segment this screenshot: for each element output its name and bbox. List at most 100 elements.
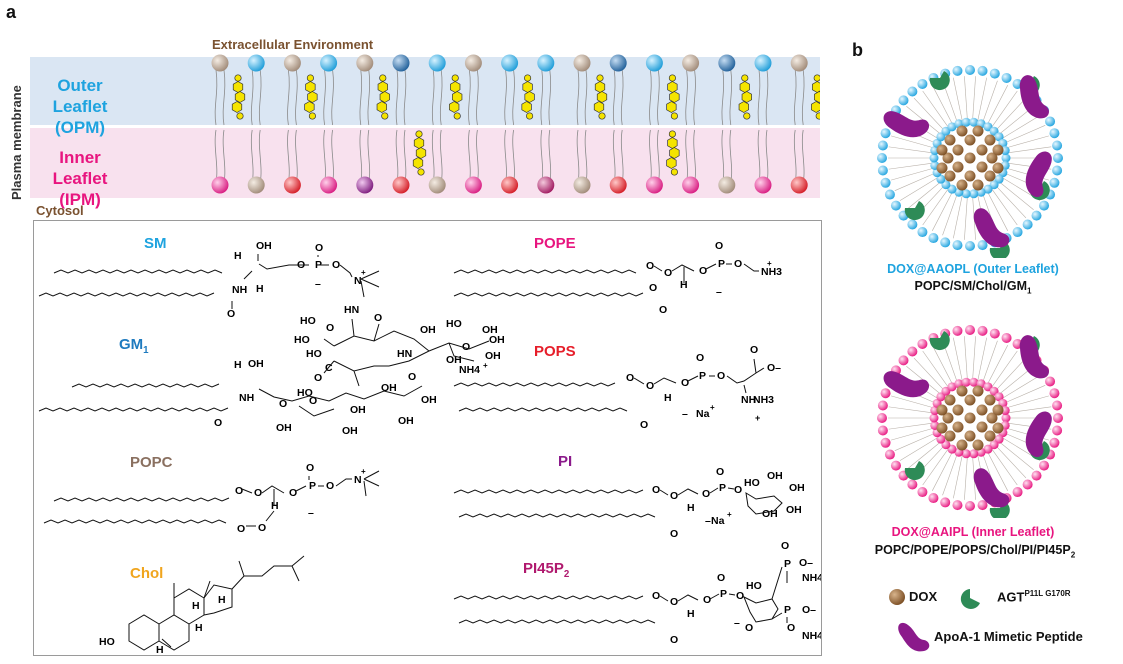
outer-lipid-head (754, 54, 772, 72)
svg-text:OH: OH (248, 358, 264, 370)
svg-text:OH: OH (421, 394, 437, 406)
outer-lipid-head (392, 54, 410, 72)
svg-text:O: O (314, 372, 322, 384)
svg-text:O: O (717, 370, 725, 382)
svg-text:HO: HO (744, 477, 760, 489)
svg-text:H: H (271, 500, 279, 512)
svg-text:H: H (687, 608, 695, 620)
vesicle-inner-head (961, 117, 971, 127)
vesicle-outer-head (1052, 140, 1063, 151)
svg-text:O: O (781, 540, 789, 552)
vesicle-outer-head (907, 219, 918, 230)
svg-text:H: H (256, 283, 264, 295)
svg-text:H: H (687, 502, 695, 514)
svg-text:O: O (462, 341, 470, 353)
pops-label: POPS (534, 343, 576, 360)
outer-lipid-head (356, 54, 374, 72)
vesicle-inner-head (994, 132, 1004, 142)
dox-particle (992, 144, 1004, 156)
apoa-peptide-icon (1019, 335, 1050, 379)
outer-lipid-head (320, 54, 338, 72)
vesicle-outer-head (965, 501, 975, 511)
svg-text:P: P (718, 258, 725, 270)
inner-lipid-head (356, 176, 374, 194)
plasma-membrane-label: Plasma membrane (9, 85, 24, 200)
svg-text:O: O (326, 480, 334, 492)
svg-text:O: O (309, 395, 317, 407)
apoa-peptide-icon (973, 468, 1010, 508)
vesicle-outer-head (977, 65, 988, 76)
inner-lipid-head (573, 176, 591, 194)
vesicle-inner-head (969, 189, 979, 199)
svg-text:O: O (703, 594, 711, 606)
apoa-peptide-icon (1019, 75, 1050, 119)
vesicle-outer-head (1049, 177, 1060, 188)
vesicle-outer-head (928, 493, 939, 504)
lipid-structures-svg: H OH O P O O – N + NH H O H OH NH O O HO… (38, 240, 821, 655)
cholesterol-molecule (231, 74, 246, 120)
svg-text:NH4: NH4 (459, 364, 480, 376)
vesicle-inner-head (929, 413, 939, 423)
inner-lipid-head (754, 176, 772, 194)
svg-text:P: P (719, 482, 726, 494)
svg-text:O: O (315, 242, 323, 254)
cholesterol-molecule (521, 74, 535, 120)
vesicle-outer-head (907, 86, 918, 97)
vesicle-outer-head (965, 325, 975, 335)
svg-text:OH: OH (482, 324, 498, 336)
dox-particle (972, 385, 984, 397)
dox-particle (984, 394, 996, 406)
dox-particle (944, 430, 956, 442)
dox-particle (964, 152, 976, 164)
cholesterol-molecule (666, 130, 680, 176)
inner-lipid-head (211, 176, 229, 194)
svg-text:HO: HO (446, 318, 462, 330)
svg-text:P: P (784, 604, 791, 616)
svg-text:HN: HN (344, 304, 359, 316)
svg-text:Na: Na (696, 408, 710, 420)
vesicle-outer-head (1031, 470, 1042, 481)
dox-particle (936, 404, 948, 416)
dox-particle (972, 439, 984, 451)
cholesterol-molecule (412, 130, 427, 176)
svg-text:O: O (670, 596, 678, 608)
vesicle-outer-head (877, 153, 887, 163)
inner-lipid-head (790, 176, 808, 194)
vesicle-inner-head (969, 117, 979, 127)
inner-vesicle-name: DOX@AAIPL (Inner Leaflet) (891, 525, 1055, 539)
svg-text:+: + (727, 510, 732, 519)
vesicle-outer-head (977, 240, 988, 251)
dox-particle (976, 404, 988, 416)
svg-text:O: O (696, 352, 704, 364)
vesicle-outer-head (877, 425, 888, 436)
pope-structure: O O H O P O O – NH3 + O O (646, 240, 782, 316)
outer-lipid-head (573, 54, 591, 72)
svg-text:NH: NH (239, 392, 254, 404)
vesicle-inner-head (994, 392, 1004, 402)
chol-structure (128, 555, 305, 651)
dox-particle (986, 412, 998, 424)
vesicle-outer-head (917, 487, 928, 498)
outer-vesicle-diagram (877, 65, 1063, 258)
svg-text:OH: OH (489, 334, 505, 346)
svg-text:O: O (649, 282, 657, 294)
vesicle-inner-head (983, 184, 993, 194)
inner-lipid-head (464, 176, 482, 194)
vesicle-inner-head (961, 377, 971, 387)
vesicle-outer-head (965, 65, 975, 75)
svg-text:O: O (258, 522, 266, 534)
svg-text:+: + (483, 361, 488, 370)
svg-text:C: C (325, 362, 333, 374)
inner-lipid-head (718, 176, 736, 194)
svg-text:H: H (680, 279, 688, 291)
vesicle-outer-head (877, 165, 888, 176)
vesicle-inner-head (947, 122, 957, 132)
svg-text:NH3: NH3 (761, 266, 782, 278)
svg-text:NH: NH (232, 284, 247, 296)
dox-particle (986, 152, 998, 164)
svg-text:+: + (361, 268, 366, 277)
apoa-peptide-icon (883, 111, 930, 138)
dox-particle (976, 421, 988, 433)
vesicle-outer-head (1031, 210, 1042, 221)
svg-text:O: O (652, 590, 660, 602)
